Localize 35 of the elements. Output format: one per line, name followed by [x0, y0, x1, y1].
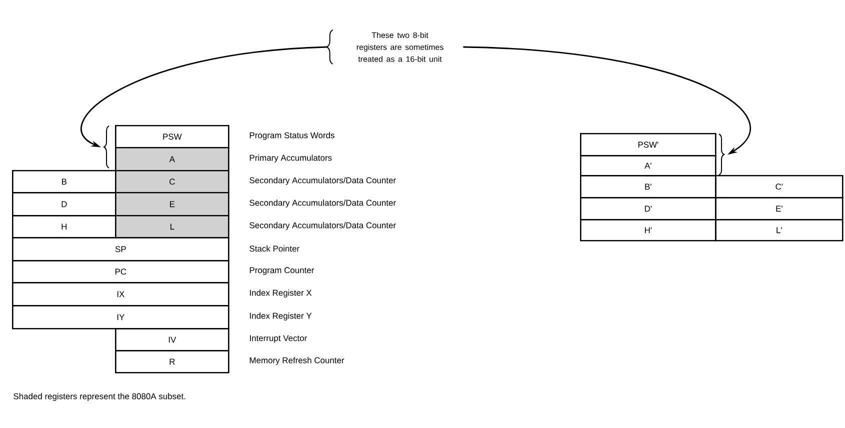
register-cell: E	[115, 192, 230, 216]
register-description: Memory Refresh Counter	[250, 357, 344, 365]
register-description: Index Register Y	[250, 312, 312, 320]
register-description: Secondary Accumulators/Data Counter	[250, 222, 396, 230]
register-cell: PC	[12, 260, 230, 284]
register-cell: R	[115, 350, 230, 374]
register-cell: SP	[12, 237, 230, 262]
register-description: Interrupt Vector	[250, 335, 307, 343]
register-cell: IX	[12, 282, 230, 306]
register-cell: A	[115, 147, 230, 172]
register-cell: H	[12, 215, 116, 238]
register-description: Stack Pointer	[250, 245, 300, 252]
register-cell: L	[115, 215, 230, 238]
register-cell: A'	[580, 155, 716, 176]
register-description: Primary Accumulators	[250, 154, 332, 162]
register-cell: IV	[115, 328, 230, 352]
register-cell: H'	[580, 219, 716, 242]
register-cell: E'	[715, 197, 844, 220]
register-description: Program Counter	[250, 267, 314, 275]
register-description: Program Status Words	[250, 132, 334, 140]
register-description: Index Register X	[250, 290, 312, 298]
curly-brace	[104, 126, 110, 168]
register-cell: L'	[715, 219, 844, 242]
curly-brace	[718, 134, 724, 176]
register-cell: D'	[580, 197, 716, 220]
register-cell: PSW'	[580, 133, 716, 156]
register-description: Secondary Accumulators/Data Counter	[250, 177, 396, 185]
register-cell: C'	[715, 175, 844, 198]
register-cell: C	[115, 170, 230, 194]
register-description: Secondary Accumulators/Data Counter	[250, 200, 396, 208]
register-cell: B	[12, 170, 116, 194]
caption: Shaded registers represent the 8080A subset.	[14, 393, 186, 401]
register-cell: B'	[580, 175, 716, 198]
register-cell: D	[12, 192, 116, 216]
register-cell: IY	[12, 305, 230, 330]
